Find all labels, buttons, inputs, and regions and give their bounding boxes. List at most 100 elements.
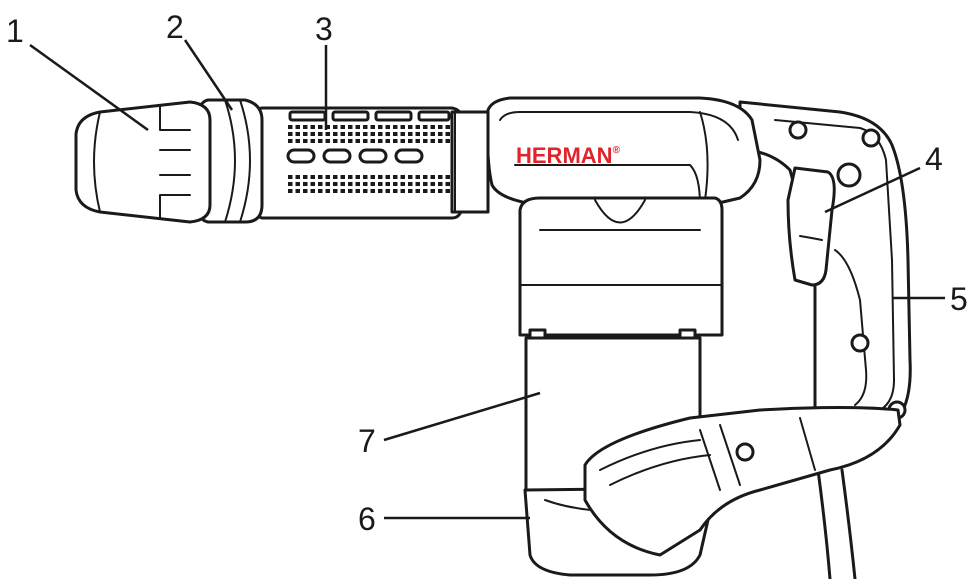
vent-hole: [385, 132, 390, 136]
vent-hole: [325, 175, 330, 179]
vent-hole: [318, 189, 323, 193]
vent-hole: [385, 139, 390, 143]
vent-hole: [438, 175, 443, 179]
vent-hole: [430, 175, 435, 179]
vent-hole: [378, 175, 383, 179]
callout-6: 6: [358, 501, 376, 537]
vent-hole: [310, 132, 315, 136]
vent-hole: [288, 175, 293, 179]
vent-hole: [303, 132, 308, 136]
tool-holder: [74, 100, 212, 224]
vent-hole: [295, 182, 300, 186]
vent-hole: [438, 189, 443, 193]
vent-hole: [393, 189, 398, 193]
vent-hole: [393, 132, 398, 136]
vent-hole: [385, 182, 390, 186]
vent-hole: [363, 132, 368, 136]
vent-hole: [445, 132, 450, 136]
vent-hole: [348, 175, 353, 179]
vent-hole: [393, 125, 398, 129]
vent-hole: [393, 182, 398, 186]
vent-hole: [348, 189, 353, 193]
vent-hole: [303, 139, 308, 143]
vent-hole: [423, 125, 428, 129]
vent-hole: [400, 125, 405, 129]
vent-hole: [438, 125, 443, 129]
vent-hole: [408, 139, 413, 143]
vent-hole: [303, 182, 308, 186]
vent-hole: [423, 182, 428, 186]
vent-hole: [348, 125, 353, 129]
vent-hole: [400, 182, 405, 186]
vent-hole: [288, 182, 293, 186]
vent-hole: [400, 189, 405, 193]
vent-hole: [430, 132, 435, 136]
trigger-switch: [786, 166, 836, 287]
vent-hole: [430, 125, 435, 129]
vent-hole: [295, 189, 300, 193]
vent-hole: [325, 189, 330, 193]
vent-hole: [325, 139, 330, 143]
vent-hole: [333, 139, 338, 143]
vent-hole: [310, 175, 315, 179]
vent-hole: [288, 189, 293, 193]
vent-hole: [340, 189, 345, 193]
vent-hole: [430, 182, 435, 186]
vent-hole: [370, 139, 375, 143]
vent-hole: [370, 132, 375, 136]
vent-hole: [340, 132, 345, 136]
vent-hole: [378, 182, 383, 186]
vent-hole: [340, 125, 345, 129]
vent-hole: [363, 189, 368, 193]
vent-hole: [415, 132, 420, 136]
vent-hole: [445, 175, 450, 179]
vent-hole: [415, 139, 420, 143]
vent-hole: [393, 175, 398, 179]
brand-logo: HERMAN®: [516, 143, 621, 168]
vent-hole: [363, 182, 368, 186]
callout-labels: 1 2 3 4 5 6 7: [6, 9, 968, 537]
vent-hole: [310, 125, 315, 129]
vent-hole: [378, 189, 383, 193]
vent-hole: [408, 125, 413, 129]
vent-hole: [363, 175, 368, 179]
callout-1: 1: [6, 13, 24, 49]
vent-hole: [370, 189, 375, 193]
vent-hole: [348, 139, 353, 143]
vent-hole: [415, 125, 420, 129]
vent-hole: [288, 125, 293, 129]
vent-hole: [445, 125, 450, 129]
vent-hole: [423, 132, 428, 136]
vent-hole: [355, 182, 360, 186]
vent-hole: [438, 132, 443, 136]
vent-hole: [430, 139, 435, 143]
vent-hole: [318, 139, 323, 143]
vent-hole: [340, 182, 345, 186]
vent-hole: [333, 189, 338, 193]
vent-hole: [408, 132, 413, 136]
vent-hole: [355, 132, 360, 136]
vent-hole: [333, 175, 338, 179]
vent-hole: [385, 175, 390, 179]
vent-hole: [303, 189, 308, 193]
vent-hole: [318, 175, 323, 179]
callout-leaders: [29, 39, 945, 520]
vent-hole: [348, 132, 353, 136]
vent-hole: [333, 132, 338, 136]
vent-hole: [445, 139, 450, 143]
vent-hole: [325, 182, 330, 186]
vent-hole: [445, 189, 450, 193]
vent-hole: [415, 175, 420, 179]
vent-hole: [288, 139, 293, 143]
vent-hole: [288, 132, 293, 136]
vent-hole: [408, 175, 413, 179]
vent-hole: [318, 132, 323, 136]
power-cord: [816, 468, 857, 579]
vent-hole: [310, 182, 315, 186]
vent-hole: [295, 175, 300, 179]
vent-hole: [325, 125, 330, 129]
callout-5: 5: [950, 281, 968, 317]
vent-hole: [318, 125, 323, 129]
vent-hole: [295, 139, 300, 143]
